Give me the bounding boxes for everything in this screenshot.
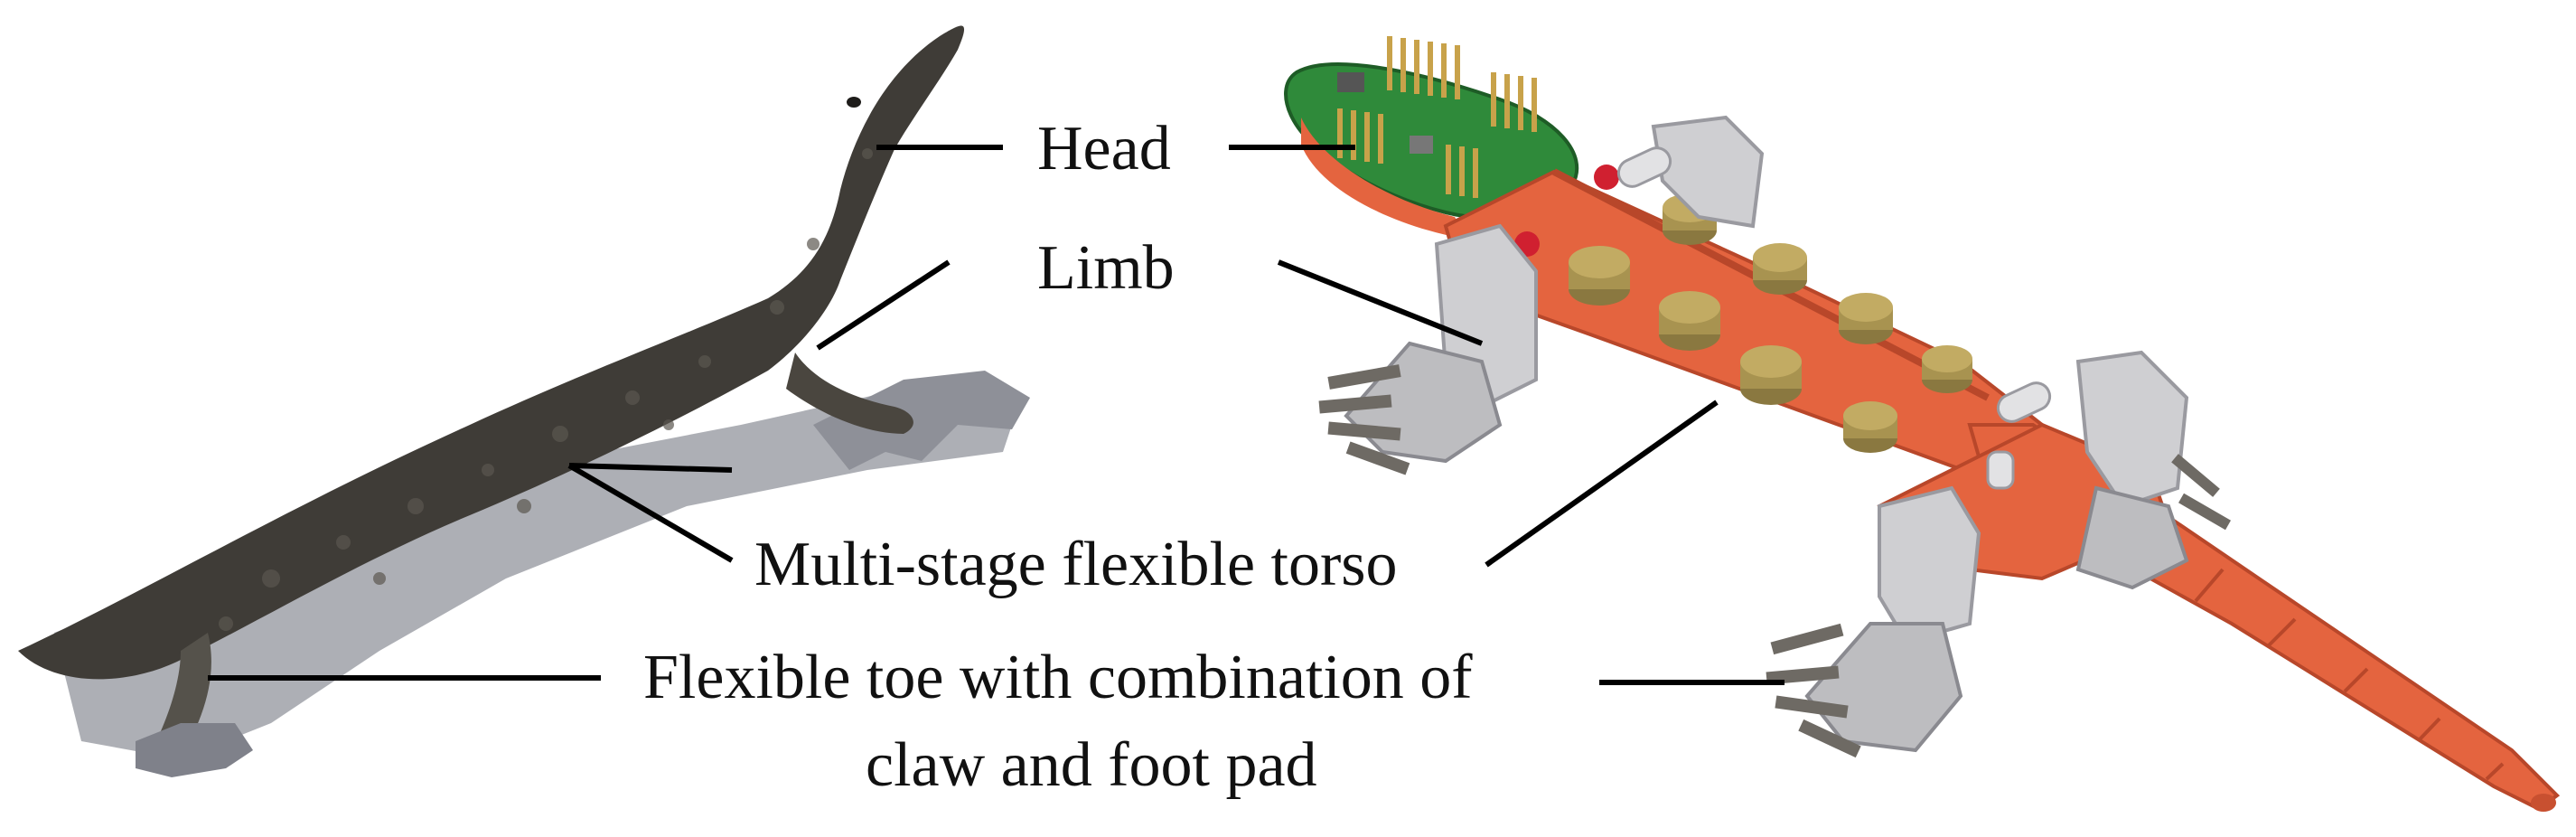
robot-tail-tip [2531, 794, 2556, 812]
leader-torso-left [568, 463, 733, 473]
robot-front-foot [1318, 341, 1503, 475]
label-limb: Limb [1037, 233, 1175, 303]
robot-chip [1337, 72, 1364, 92]
lizard-front-foot [813, 371, 1030, 470]
bracket-hind-right [2075, 350, 2189, 509]
motor [1843, 401, 1897, 453]
motor [1922, 345, 1972, 393]
motor [1659, 291, 1720, 351]
lizard-illustration [18, 25, 1030, 777]
robot-head-base [1301, 118, 1468, 240]
robot-hind-foot [1766, 622, 1963, 758]
label-toe-line2: claw and foot pad [866, 730, 1317, 800]
label-toe-line1: Flexible toe with combination of [643, 643, 1473, 712]
robot-cylinders [1616, 146, 2052, 490]
leader-limb-right [1277, 259, 1484, 346]
robot-red-cap [1594, 165, 1619, 190]
lizard-hind-foot [136, 723, 253, 777]
lizard-body [18, 25, 965, 680]
motor [1839, 293, 1893, 344]
leader-torso-right [1485, 400, 1719, 568]
robot-illustration [1284, 36, 2561, 812]
motor [1753, 243, 1807, 295]
leader-limb-left [816, 259, 951, 351]
motor [1740, 345, 1802, 405]
robot-chip [1410, 136, 1433, 154]
leader-lines [208, 145, 1784, 685]
lizard-skin-texture [219, 148, 873, 631]
lizard-substrate [54, 389, 1021, 759]
motor [1569, 246, 1630, 306]
leader-torso-left-diag [567, 463, 734, 563]
lizard-front-limb [786, 353, 913, 434]
robot-motors [1569, 193, 1972, 453]
bracket-hind-left [1878, 485, 1981, 644]
bracket-front-right [1651, 115, 1765, 229]
lizard-pupil [847, 97, 861, 108]
label-torso: Multi-stage flexible torso [754, 530, 1398, 599]
robot-hind-right-foot [2075, 454, 2231, 590]
robot-header-pins [1337, 36, 1537, 198]
label-head: Head [1037, 114, 1171, 183]
